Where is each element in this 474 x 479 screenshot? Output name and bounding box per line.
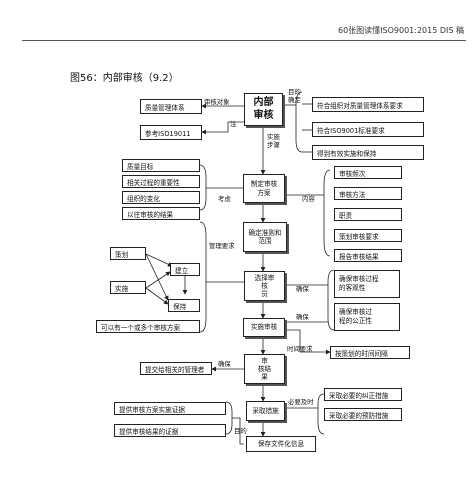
corrective-label: 采取必要的纠正措施 — [329, 391, 389, 400]
audit-result-label: 审 核结 果 — [257, 356, 272, 382]
evidence-plan-label: 提供审核方案实施证据 — [119, 405, 185, 414]
box-mgmt-plan: 策划 — [110, 247, 146, 260]
box-one-or-more: 可以有一个或多个审核方案 — [96, 320, 200, 333]
content-4-label: 策划审核要求 — [339, 232, 379, 241]
criteria-label: 确定准则和 范围 — [248, 228, 282, 245]
ensure-objectivity-label: 确保审核过程 的客观性 — [339, 275, 379, 292]
mgmt-plan-label: 策划 — [115, 250, 129, 259]
label-purpose: 目的 确定 — [288, 88, 301, 104]
evidence-result-label: 提供审核结果的证据 — [119, 427, 179, 436]
box-evidence-plan: 提供审核方案实施证据 — [114, 402, 226, 415]
label-ensure-3: 确保 — [218, 360, 231, 368]
ensure-impartiality-label: 确保审核过 程的公正性 — [339, 308, 372, 325]
content-5-label: 报告审核结果 — [339, 252, 379, 261]
box-preventive: 采取必要的预防措施 — [324, 408, 402, 421]
box-content-4: 策划审核要求 — [334, 229, 402, 242]
box-content-5: 报告审核结果 — [334, 249, 402, 262]
box-mgmt-system: 质量管理体系 — [140, 99, 202, 114]
content-2-label: 审核方法 — [339, 190, 366, 199]
ref-iso-label: 参考ISO19011 — [145, 129, 191, 138]
box-criteria: 确定准则和 范围 — [243, 222, 287, 252]
figure-title: 图56：内部审核（9.2） — [70, 73, 179, 84]
box-ensure-objectivity: 确保审核过程 的客观性 — [334, 270, 400, 298]
label-purpose-2: 目的 — [234, 427, 247, 435]
submit-label: 提交给相关的管理者 — [145, 365, 205, 374]
box-implement-audit: 实施审核 — [243, 318, 285, 337]
label-note: 注 — [230, 120, 237, 128]
take-action-label: 采取措施 — [252, 406, 279, 415]
box-consider-4: 以往审核的结果 — [122, 207, 200, 220]
consider-4-label: 以往审核的结果 — [127, 210, 174, 219]
box-consider-1: 质量目标 — [122, 159, 200, 172]
consider-2-label: 相关过程的重要性 — [127, 178, 180, 187]
box-content-2: 审核方法 — [334, 187, 402, 200]
auditor-label: 选择审 核 员 — [254, 273, 275, 299]
box-purpose-3: 得到有效实施和保持 — [312, 145, 424, 160]
mgmt-keep-label: 保持 — [173, 302, 187, 311]
core-label: 内部 审核 — [253, 97, 274, 121]
box-content-3: 职责 — [334, 208, 402, 221]
consider-3-label: 组织的变化 — [127, 194, 160, 203]
label-impl-steps: 实施 步骤 — [267, 133, 280, 149]
box-take-action: 采取措施 — [246, 401, 285, 421]
label-audit-object: 审核对象 — [204, 98, 230, 106]
box-purpose-1: 符合组织对质量管理体系要求 — [312, 97, 424, 112]
label-consider: 考虑 — [218, 195, 231, 203]
label-content: 内容 — [302, 195, 315, 203]
box-keep-doc: 保存文件化信息 — [246, 436, 316, 452]
box-content-1: 审核频次 — [334, 166, 402, 179]
box-submit: 提交给相关的管理者 — [140, 362, 212, 375]
mgmt-implement-label: 实施 — [115, 284, 129, 293]
purpose-2-label: 符合ISO9001标准要求 — [317, 126, 385, 135]
box-mgmt-establish: 建立 — [170, 263, 200, 276]
content-3-label: 职责 — [339, 211, 353, 220]
box-mgmt-keep: 保持 — [168, 299, 200, 312]
label-ensure-1: 确保 — [296, 285, 309, 293]
box-purpose-2: 符合ISO9001标准要求 — [312, 122, 424, 137]
label-if-needed: 必要及时 — [288, 398, 314, 406]
timely-label: 按策划的时间间隔 — [335, 349, 388, 358]
purpose-1-label: 符合组织对质量管理体系要求 — [317, 101, 403, 110]
one-or-more-label: 可以有一个或多个审核方案 — [101, 323, 181, 332]
consider-1-label: 质量目标 — [127, 162, 154, 171]
label-time-req: 时间要求 — [287, 345, 313, 353]
content-1-label: 审核频次 — [339, 169, 366, 178]
box-audit-result: 审 核结 果 — [244, 354, 285, 384]
box-auditor: 选择审 核 员 — [244, 271, 285, 301]
purpose-3-label: 得到有效实施和保持 — [317, 149, 377, 158]
box-ensure-impartiality: 确保审核过 程的公正性 — [334, 303, 400, 331]
box-corrective: 采取必要的纠正措施 — [324, 388, 402, 401]
label-ensure-2: 确保 — [296, 313, 309, 321]
box-consider-3: 组织的变化 — [122, 191, 200, 204]
box-plan: 制定审核 方案 — [243, 174, 285, 203]
plan-label: 制定审核 方案 — [250, 180, 278, 197]
box-consider-2: 相关过程的重要性 — [122, 175, 200, 188]
core-internal-audit: 内部 审核 — [244, 93, 283, 126]
box-evidence-result: 提供审核结果的证据 — [114, 424, 226, 437]
page-header: 60张图读懂ISO9001:2015 DIS 稿 — [337, 26, 464, 35]
mgmt-system-label: 质量管理体系 — [145, 103, 185, 112]
box-ref-iso: 参考ISO19011 — [140, 125, 202, 140]
preventive-label: 采取必要的预防措施 — [329, 411, 389, 420]
implement-audit-label: 实施审核 — [250, 323, 278, 332]
keep-doc-label: 保存文件化信息 — [257, 439, 305, 448]
header-rule — [22, 40, 466, 41]
label-mgmt-req: 管理要求 — [209, 242, 235, 250]
mgmt-establish-label: 建立 — [175, 266, 189, 275]
box-timely: 按策划的时间间隔 — [330, 346, 410, 359]
box-mgmt-implement: 实施 — [110, 281, 146, 294]
